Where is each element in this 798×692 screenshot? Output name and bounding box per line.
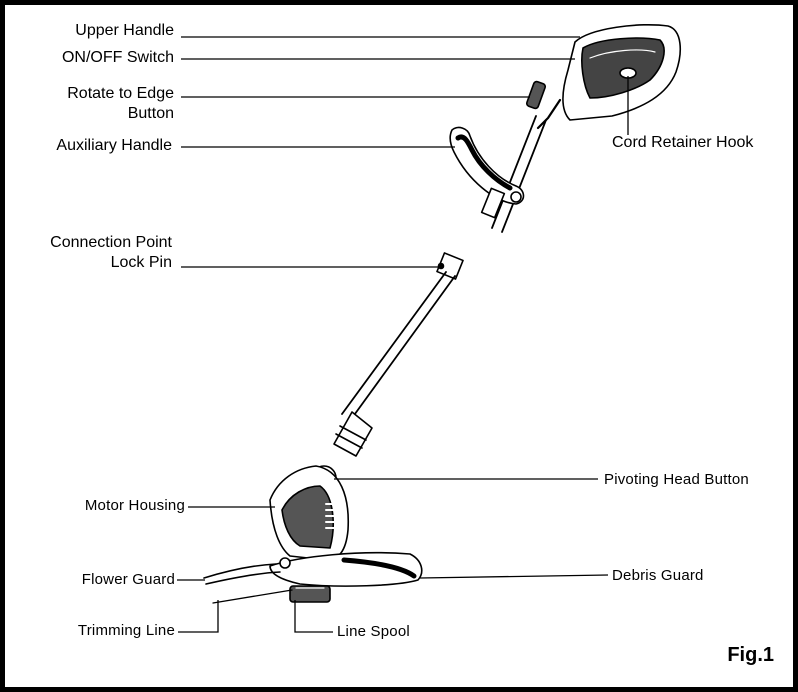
rotate-button-shape (525, 80, 547, 110)
label-pivoting-head-button: Pivoting Head Button (604, 471, 749, 488)
lock-pin-shape (436, 252, 464, 280)
label-connection-point: Connection Point Lock Pin (14, 233, 172, 273)
label-rotate-line1: Rotate to Edge (67, 85, 174, 102)
label-motor-housing: Motor Housing (84, 497, 185, 514)
debris-guard-shape (269, 551, 423, 587)
label-cord-retainer-hook: Cord Retainer Hook (612, 134, 754, 151)
label-debris-guard: Debris Guard (612, 567, 704, 584)
label-connection-line1: Connection Point (50, 234, 172, 251)
label-flower-guard: Flower Guard (81, 571, 175, 588)
line-spool-shape (289, 585, 331, 603)
flower-guard-shape (203, 563, 281, 585)
trimming-line-shape (212, 589, 293, 604)
label-rotate-to-edge: Rotate to Edge Button (20, 84, 174, 124)
label-connection-line2: Lock Pin (110, 254, 172, 271)
label-on-off-switch: ON/OFF Switch (61, 49, 174, 66)
label-line-spool: Line Spool (337, 623, 410, 640)
leader-spool (294, 600, 333, 633)
figure-label: Fig.1 (727, 644, 774, 666)
leader-debris (419, 574, 609, 579)
label-trimming-line: Trimming Line (77, 622, 175, 639)
label-rotate-line2: Button (127, 105, 174, 122)
leader-trim (178, 600, 219, 633)
label-auxiliary-handle: Auxiliary Handle (56, 137, 172, 154)
label-upper-handle: Upper Handle (75, 22, 174, 39)
